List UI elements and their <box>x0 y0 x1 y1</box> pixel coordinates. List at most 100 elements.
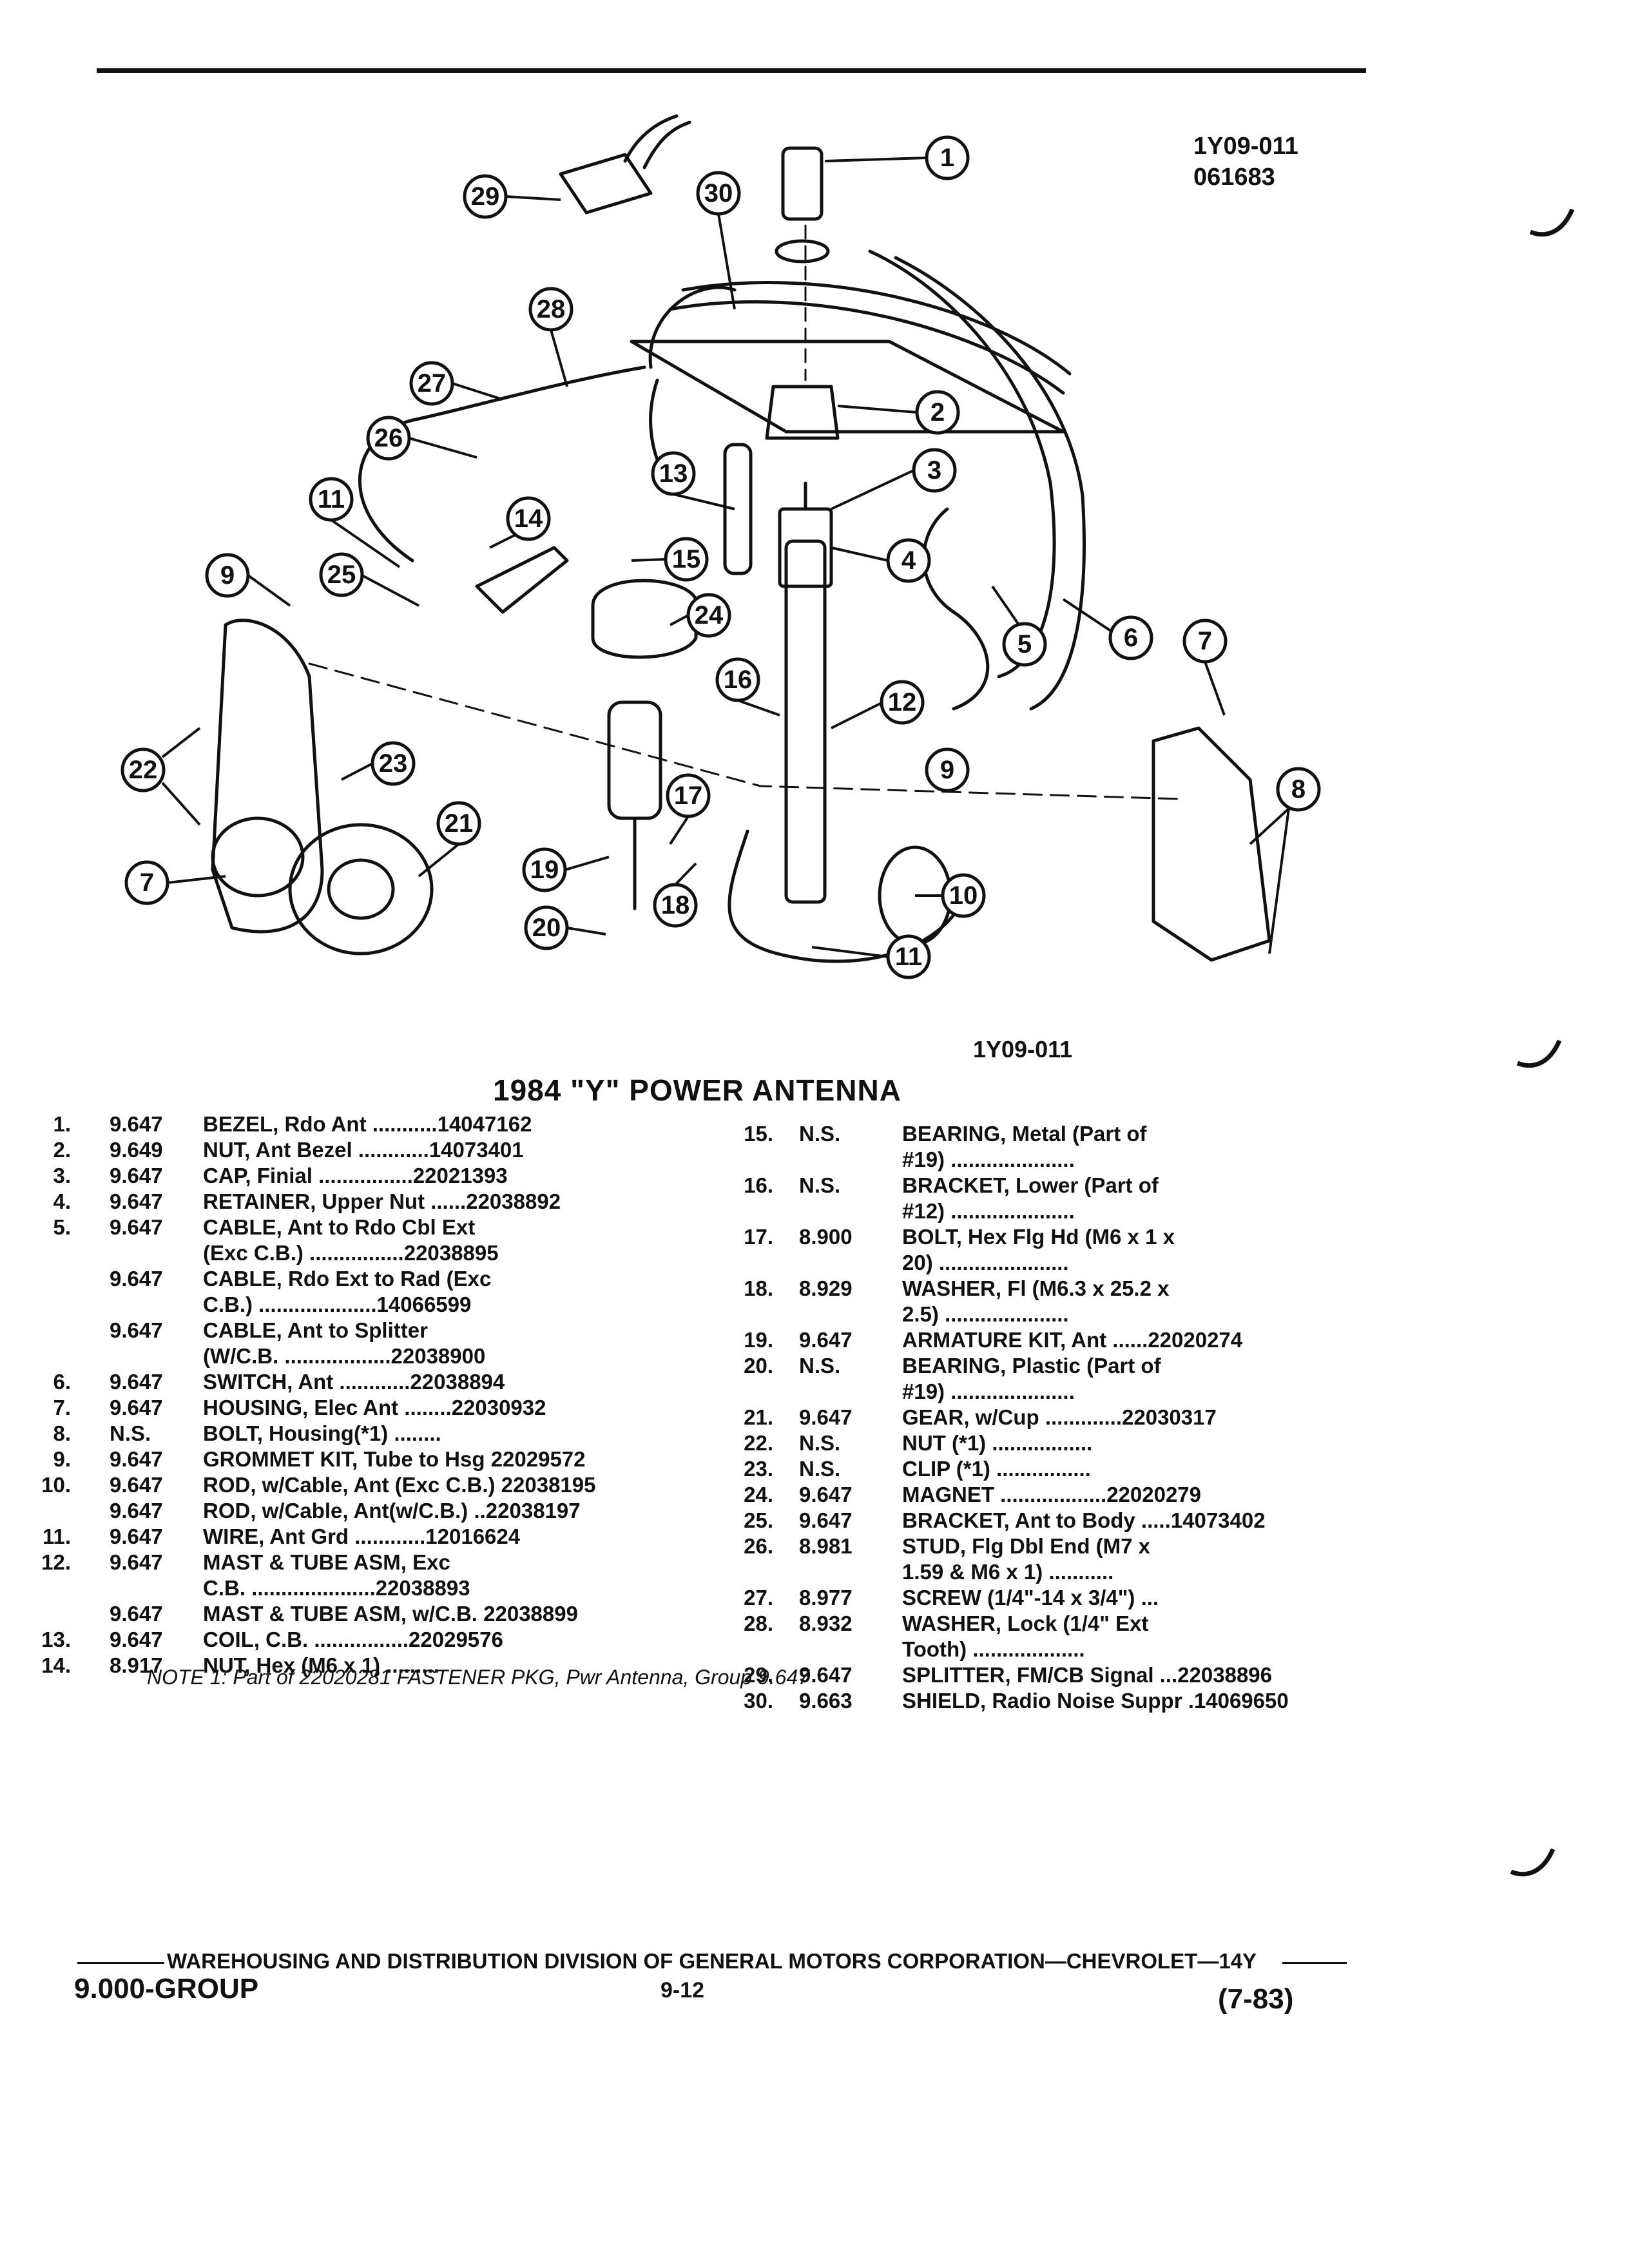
part-number <box>677 1250 799 1276</box>
part-description: SHIELD, Radio Noise Suppr .14069650 <box>902 1689 1289 1713</box>
parts-row-right: 2.5) ..................... <box>677 1302 1289 1327</box>
part-number: 16. <box>744 1173 773 1197</box>
part-number <box>677 1637 799 1662</box>
group-number: 9.647 <box>110 1370 163 1394</box>
group-number: 8.977 <box>799 1586 853 1610</box>
callout-17-label: 17 <box>674 782 703 810</box>
group-number: N.S. <box>799 1354 841 1378</box>
part-description: BEARING, Metal (Part of <box>902 1122 1147 1146</box>
callout-6 <box>1108 615 1153 660</box>
part-number: 12. <box>41 1550 71 1574</box>
parts-row-right: 23.N.S.CLIP (*1) ................ <box>677 1456 1289 1482</box>
group-number: N.S. <box>799 1457 841 1481</box>
figure-date: 061683 <box>1193 164 1275 191</box>
part-number <box>19 1343 110 1369</box>
group-number <box>799 1147 902 1173</box>
group-number: 9.647 <box>110 1396 163 1419</box>
callout-22-label: 22 <box>129 756 158 784</box>
group-number: 9.647 <box>799 1483 853 1506</box>
group-number <box>799 1637 902 1662</box>
part-number: 25. <box>744 1508 773 1532</box>
part-number: 5. <box>53 1215 71 1239</box>
group-number: N.S. <box>799 1173 841 1197</box>
part-description: WASHER, Lock (1/4" Ext <box>902 1611 1149 1635</box>
group-number: 9.647 <box>110 1447 163 1471</box>
part-description: BEARING, Plastic (Part of <box>902 1354 1161 1378</box>
part-description: BRACKET, Lower (Part of <box>902 1173 1159 1197</box>
part-description: #19) ..................... <box>902 1379 1075 1403</box>
group-number: 9.647 <box>110 1524 163 1548</box>
parts-row-right: Tooth) ................... <box>677 1637 1289 1662</box>
callout-22 <box>120 747 166 793</box>
part-number <box>19 1292 110 1318</box>
parts-row-right: 1.59 & M6 x 1) ........... <box>677 1559 1289 1585</box>
coil-part <box>723 443 753 575</box>
group-number: 8.917 <box>110 1653 163 1677</box>
part-description: NUT, Ant Bezel ............14073401 <box>203 1138 524 1162</box>
callout-9-right-label: 9 <box>940 756 954 784</box>
part-number: 1. <box>53 1112 71 1136</box>
part-number: 8. <box>53 1421 71 1445</box>
parts-row-right: 15.N.S.BEARING, Metal (Part of <box>677 1121 1289 1147</box>
footer-division-text: WAREHOUSING AND DISTRIBUTION DIVISION OF… <box>167 1949 1257 1973</box>
callout-30-label: 30 <box>704 179 733 207</box>
callout-15-label: 15 <box>672 545 701 573</box>
part-number <box>19 1498 110 1524</box>
part-number: 2. <box>53 1138 71 1162</box>
part-number: 30. <box>744 1689 773 1713</box>
part-description: ROD, w/Cable, Ant (Exc C.B.) 22038195 <box>203 1473 596 1497</box>
part-description: HOUSING, Elec Ant ........22030932 <box>203 1396 546 1419</box>
part-description: GEAR, w/Cup .............22030317 <box>902 1405 1217 1429</box>
part-description: WIRE, Ant Grd ............12016624 <box>203 1524 521 1548</box>
group-number: 9.647 <box>110 1189 163 1213</box>
housing-right-part <box>1152 726 1271 962</box>
part-description: #19) ..................... <box>902 1148 1075 1171</box>
part-description: 20) ...................... <box>902 1251 1069 1274</box>
part-number <box>677 1302 799 1327</box>
part-number: 21. <box>744 1405 773 1429</box>
part-description: CABLE, Rdo Ext to Rad (Exc <box>203 1267 492 1291</box>
callout-13-label: 13 <box>659 459 688 488</box>
part-number <box>19 1575 110 1601</box>
part-number <box>677 1559 799 1585</box>
part-number: 17. <box>744 1225 773 1249</box>
part-number <box>19 1266 110 1292</box>
part-description: WASHER, Fl (M6.3 x 25.2 x <box>902 1276 1170 1300</box>
callout-12-label: 12 <box>888 688 917 716</box>
top-rule <box>97 68 1366 73</box>
part-description: MAST & TUBE ASM, Exc <box>203 1550 450 1574</box>
part-description: ROD, w/Cable, Ant(w/C.B.) ..22038197 <box>203 1499 581 1523</box>
part-number: 10. <box>41 1473 71 1497</box>
callout-6-label: 6 <box>1124 624 1138 652</box>
part-description: MAST & TUBE ASM, w/C.B. 22038899 <box>203 1602 578 1626</box>
callout-7-right-label: 7 <box>1198 627 1212 655</box>
part-description: CLIP (*1) ................ <box>902 1457 1091 1481</box>
callout-27-label: 27 <box>418 369 447 398</box>
bezel-part <box>781 146 824 221</box>
part-description: BOLT, Housing(*1) ........ <box>203 1421 441 1445</box>
group-number <box>799 1559 902 1585</box>
part-description: #12) ..................... <box>902 1199 1075 1223</box>
callout-25-label: 25 <box>327 561 356 589</box>
housing-left-part <box>211 619 324 934</box>
callout-5 <box>1002 622 1047 667</box>
part-description: (Exc C.B.) ................22038895 <box>203 1241 499 1265</box>
mast-tube-part <box>784 539 827 904</box>
mounting-bracket <box>630 340 1065 434</box>
part-number: 13. <box>41 1628 71 1651</box>
part-description: ARMATURE KIT, Ant ......22020274 <box>902 1328 1243 1352</box>
group-number <box>799 1198 902 1224</box>
group-number: N.S. <box>110 1421 151 1445</box>
part-number <box>19 1240 110 1266</box>
group-number: 9.647 <box>799 1663 853 1687</box>
part-number <box>677 1379 799 1405</box>
group-number <box>799 1250 902 1276</box>
